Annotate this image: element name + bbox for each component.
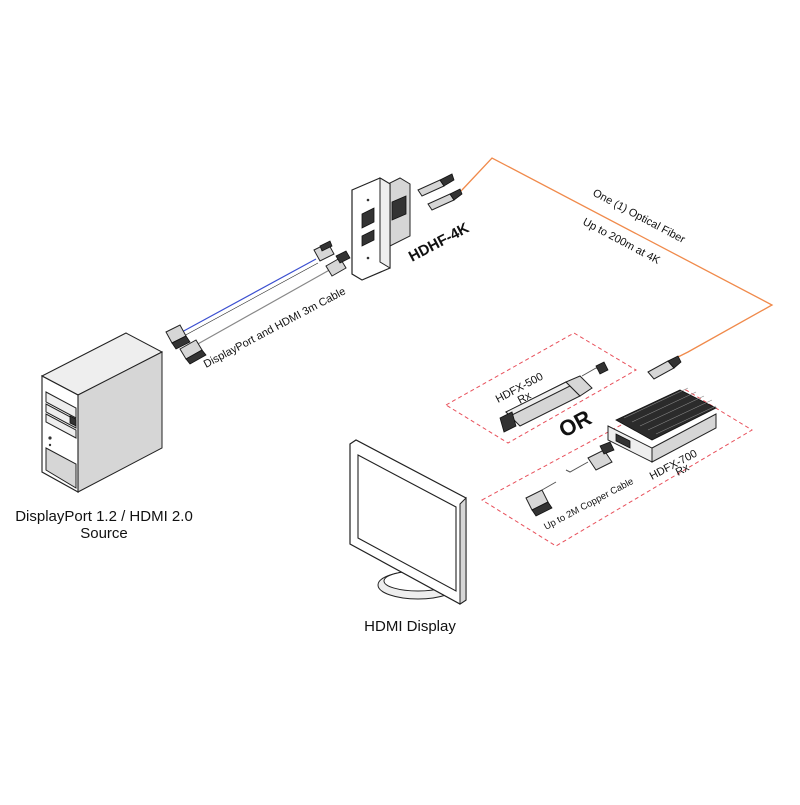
fiber-connector-icon — [647, 355, 682, 380]
source-label-line1: DisplayPort 1.2 / HDMI 2.0 — [15, 508, 193, 525]
transmitter-label: HDHF-4K — [406, 220, 472, 266]
receiver-700-label-line2: Rx — [674, 462, 692, 479]
receiver-500-label-line2: Rx — [516, 390, 534, 407]
receiver-500-dashed-box — [445, 332, 637, 444]
hdmi-plug-icon — [565, 441, 615, 473]
displayport-plug-icon — [165, 324, 191, 350]
monitor-icon — [349, 439, 467, 605]
receiver-700-dashed-box — [481, 389, 753, 547]
cable-bundle — [179, 258, 334, 346]
or-label: OR — [555, 405, 596, 443]
fiber-connector-icon — [417, 173, 463, 211]
hdmi-cable-line — [195, 267, 334, 346]
receiver-dongle-icon — [499, 361, 609, 433]
hdmi-plug-icon — [325, 250, 351, 277]
cable-label: DisplayPort and HDMI 3m Cable — [202, 285, 348, 370]
hdmi-plug-icon — [179, 339, 207, 365]
source-label-line2: Source — [80, 525, 128, 542]
receiver-box-icon — [607, 387, 717, 463]
displayport-cable-line — [179, 258, 317, 334]
hdmi-plug-icon — [525, 481, 557, 517]
wall-plate-icon — [351, 177, 411, 281]
copper-cable-label: Up to 2M Copper Cable — [542, 476, 635, 533]
displayport-plug-icon — [313, 240, 335, 262]
computer-tower-icon — [40, 332, 164, 494]
optical-fiber-line — [461, 157, 774, 363]
display-label: HDMI Display — [364, 618, 456, 635]
